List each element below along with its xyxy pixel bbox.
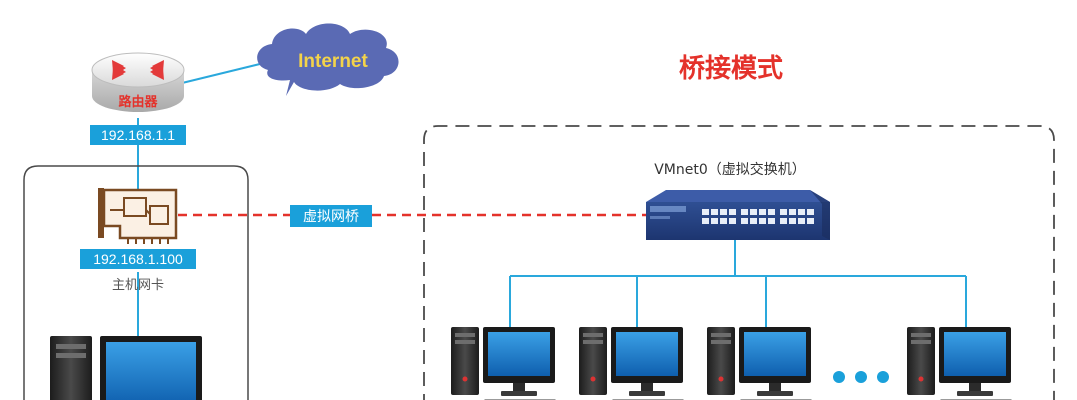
router-internet-link <box>177 61 269 85</box>
router-label: 路由器 <box>118 94 158 110</box>
vm-computer-icon-1 <box>451 327 563 400</box>
ellipsis-icon <box>833 371 889 383</box>
nic-ip-badge <box>80 249 196 269</box>
vswitch-label: VMnet0（虚拟交换机） <box>654 161 806 178</box>
nic-ip: 192.168.1.100 <box>93 251 183 267</box>
router-ip: 192.168.1.1 <box>101 127 175 143</box>
vm-computer-icon-2 <box>579 327 691 400</box>
vm-computer-icon-3 <box>707 327 819 400</box>
virtual-network-frame <box>423 125 1055 400</box>
router-icon <box>91 52 185 112</box>
bridge-label: 虚拟网桥 <box>303 209 359 225</box>
vm-computer-icon-4 <box>907 327 1019 400</box>
internet-label: Internet <box>298 51 368 72</box>
router-ip-badge <box>90 125 186 145</box>
host-computer-icon <box>50 336 202 400</box>
network-card-icon <box>98 188 178 244</box>
bridge-badge <box>290 205 372 227</box>
host-machine-frame <box>23 165 249 400</box>
diagram-title: 桥接模式 <box>679 54 783 84</box>
switch-icon <box>646 190 830 240</box>
cloud-icon <box>257 23 399 96</box>
nic-label: 主机网卡 <box>112 278 164 293</box>
